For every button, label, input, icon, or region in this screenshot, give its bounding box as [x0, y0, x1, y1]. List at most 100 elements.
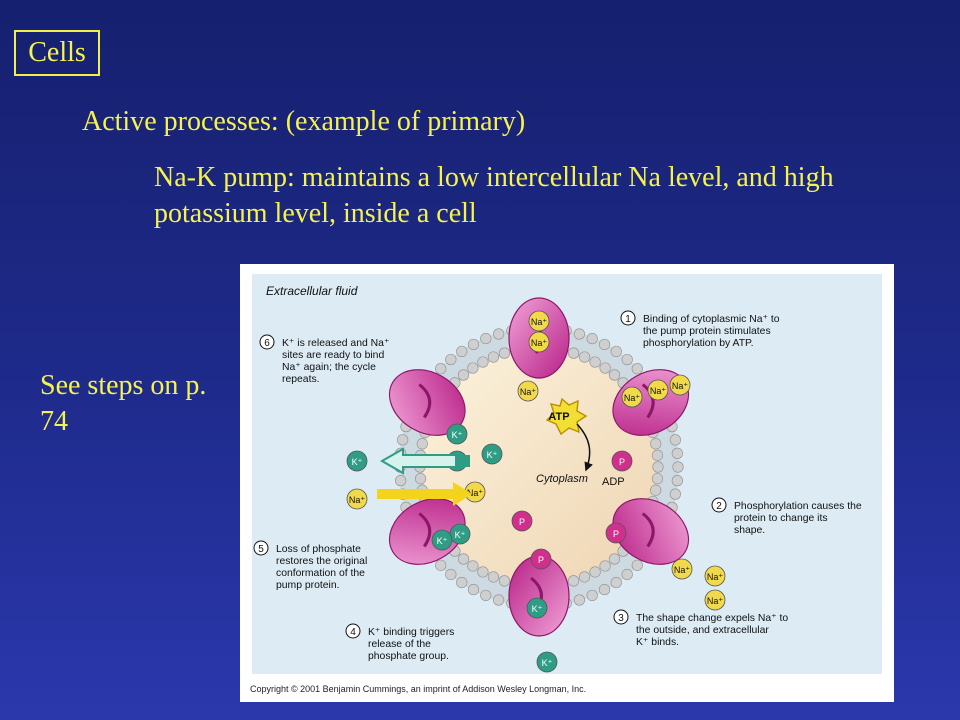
- membrane-bead: [586, 589, 598, 602]
- step-number: 5: [258, 544, 264, 555]
- k-ion: K⁺: [526, 597, 548, 619]
- sodium-potassium-pump-figure: Extracellular fluid ATP Cytoplasm ADP Na…: [240, 264, 894, 702]
- p-ion: P: [530, 548, 552, 570]
- k-ion: K⁺: [346, 450, 368, 472]
- k-transport-arrow: [379, 447, 470, 475]
- k-ion: K⁺: [446, 423, 468, 445]
- na-label: Na⁺: [707, 572, 724, 582]
- atp-burst: ATP: [545, 397, 588, 436]
- membrane-bead: [671, 475, 683, 487]
- na-transport-arrow: [377, 482, 472, 506]
- membrane-bead: [498, 347, 511, 359]
- membrane-bead: [435, 363, 447, 375]
- na-label: Na⁺: [467, 488, 484, 498]
- membrane-bead: [651, 449, 664, 461]
- pump-channel: [641, 383, 655, 419]
- membrane-bead: [414, 473, 427, 485]
- p-label: P: [619, 457, 625, 467]
- membrane-bead: [480, 332, 492, 345]
- k-label: K⁺: [532, 604, 543, 614]
- atp-label: ATP: [548, 411, 569, 423]
- membrane-bead: [599, 362, 611, 374]
- membrane-bead: [599, 560, 611, 572]
- na-ion: Na⁺: [704, 589, 726, 611]
- na-label: Na⁺: [707, 596, 724, 606]
- membrane-bead: [651, 473, 664, 485]
- pump-protein: [612, 498, 690, 565]
- na-label: Na⁺: [672, 381, 689, 391]
- membrane-bead: [608, 369, 621, 381]
- membrane-bead: [477, 356, 489, 368]
- slide-heading: Active processes: (example of primary): [82, 106, 526, 137]
- membrane-bead: [467, 583, 480, 596]
- step-text: K⁺ is released and Na⁺sites are ready to…: [282, 338, 389, 385]
- na-label: Na⁺: [624, 393, 641, 403]
- step-6: 6 K⁺ is released and Na⁺sites are ready t…: [259, 334, 389, 385]
- ion-particles: Na⁺ Na⁺ Na⁺ Na⁺ Na⁺ Na⁺ Na⁺ Na⁺ Na⁺ Na⁺ Na⁺ K⁺ K⁺ K⁺ K…: [346, 310, 726, 673]
- na-ion: Na⁺: [621, 386, 643, 408]
- na-ion: Na⁺: [528, 331, 550, 353]
- figure-title: Extracellular fluid: [266, 284, 358, 298]
- step-number: 6: [264, 338, 270, 349]
- k-label: K⁺: [452, 430, 463, 440]
- k-label: K⁺: [437, 536, 448, 546]
- k-label: K⁺: [542, 658, 553, 668]
- section-label: Cells: [14, 30, 100, 76]
- membrane-bead: [631, 363, 643, 375]
- pump-diagram: Extracellular fluid ATP Cytoplasm ADP Na…: [253, 284, 862, 673]
- k-ion: K⁺: [431, 529, 453, 551]
- membrane-bead: [669, 488, 681, 500]
- slide-subheading: Na-K pump: maintains a low intercellular…: [154, 162, 834, 229]
- atp-arrow: [576, 423, 593, 472]
- membrane-bead: [457, 553, 470, 565]
- membrane-bead: [578, 571, 591, 583]
- membrane-bead: [650, 438, 662, 450]
- membrane-bead: [672, 461, 684, 473]
- k-label: K⁺: [455, 530, 466, 540]
- membrane-bead: [435, 559, 447, 571]
- membrane-bead: [652, 461, 664, 473]
- k-ion: K⁺: [536, 651, 558, 673]
- membrane-bead: [573, 594, 585, 606]
- membrane-bead: [487, 351, 500, 363]
- membrane-bead: [467, 338, 480, 351]
- step-number: 1: [625, 314, 631, 325]
- membrane-bead: [573, 328, 585, 340]
- membrane-bead: [445, 353, 457, 366]
- na-ion: Na⁺: [528, 310, 550, 332]
- membrane-bead: [621, 568, 633, 581]
- step-number: 4: [350, 627, 356, 638]
- p-ion: P: [511, 510, 533, 532]
- membrane-bead: [567, 347, 580, 359]
- adp-label: ADP: [602, 476, 625, 488]
- p-ion: P: [605, 522, 627, 544]
- na-ion: Na⁺: [346, 488, 368, 510]
- p-ion: P: [611, 450, 633, 472]
- step-number: 3: [618, 613, 624, 624]
- membrane-bead: [610, 576, 622, 589]
- k-ion: K⁺: [481, 443, 503, 465]
- na-label: Na⁺: [650, 386, 667, 396]
- membrane-bead: [487, 571, 500, 583]
- na-ion: Na⁺: [517, 380, 539, 402]
- pump-protein: [388, 369, 466, 436]
- membrane-bead: [567, 575, 580, 587]
- na-label: Na⁺: [349, 495, 366, 505]
- pump-channel: [418, 383, 432, 419]
- membrane-bead: [498, 575, 511, 587]
- p-label: P: [538, 555, 544, 565]
- na-label: Na⁺: [674, 565, 691, 575]
- na-label: Na⁺: [531, 338, 548, 348]
- na-label: Na⁺: [520, 387, 537, 397]
- membrane-bead: [493, 328, 505, 340]
- k-label: K⁺: [487, 450, 498, 460]
- membrane-bead: [578, 351, 591, 363]
- membrane-bead: [586, 332, 598, 345]
